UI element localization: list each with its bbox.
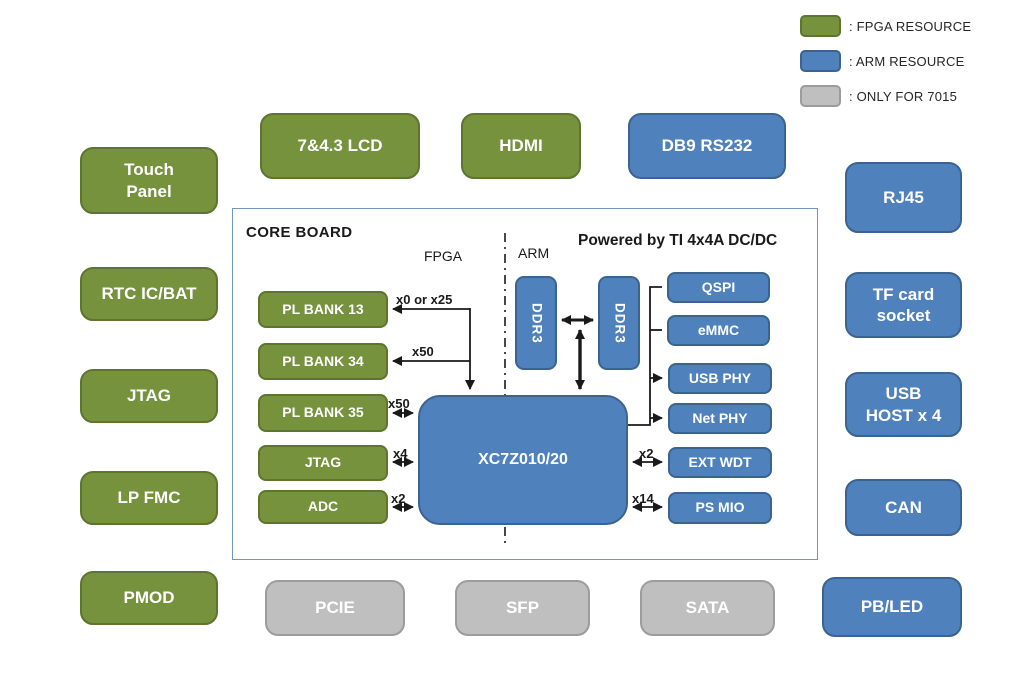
- peripheral-hdmi: HDMI: [461, 113, 581, 179]
- peripheral-sata: SATA: [640, 580, 775, 636]
- legend-item-arm: : ARM RESOURCE: [800, 50, 964, 72]
- bus-width-label-adc: x2: [391, 491, 406, 506]
- block-ext-wdt: EXT WDT: [668, 447, 772, 478]
- block-jtag-internal: JTAG: [258, 445, 388, 481]
- power-note: Powered by TI 4x4A DC/DC: [578, 232, 778, 249]
- block-pl-bank-13: PL BANK 13: [258, 291, 388, 328]
- peripheral-jtag: JTAG: [80, 369, 218, 423]
- peripheral-lcd: 7&4.3 LCD: [260, 113, 420, 179]
- bus-width-label-jtag: x4: [393, 446, 408, 461]
- legend-item-fpga: : FPGA RESOURCE: [800, 15, 971, 37]
- legend-label-only-7015: : ONLY FOR 7015: [849, 88, 958, 104]
- block-ps-mio: PS MIO: [668, 492, 772, 524]
- bus-width-label-pl-bank-13: x0 or x25: [396, 292, 453, 307]
- peripheral-pmod: PMOD: [80, 571, 218, 625]
- peripheral-rj45: RJ45: [845, 162, 962, 233]
- block-emmc: eMMC: [667, 315, 770, 346]
- block-net-phy: Net PHY: [668, 403, 772, 434]
- bus-width-label-pl-bank-35: x50: [388, 396, 410, 411]
- core-board-title: CORE BOARD: [246, 224, 353, 241]
- legend-label-arm: : ARM RESOURCE: [849, 53, 965, 69]
- peripheral-sfp: SFP: [455, 580, 590, 636]
- block-ddr3-2: DDR3: [598, 276, 640, 370]
- peripheral-lp-fmc: LP FMC: [80, 471, 218, 525]
- chip-xc7z010-20: XC7Z010/20: [418, 395, 628, 525]
- fpga-region-label: FPGA: [424, 248, 463, 264]
- connector-ps-trunk: [628, 286, 662, 426]
- legend-swatch-fpga: [800, 15, 841, 37]
- block-ddr3-1: DDR3: [515, 276, 557, 370]
- block-adc: ADC: [258, 490, 388, 524]
- block-pl-bank-35: PL BANK 35: [258, 394, 388, 432]
- block-qspi: QSPI: [667, 272, 770, 303]
- legend-label-fpga: : FPGA RESOURCE: [849, 18, 972, 34]
- legend-swatch-arm: [800, 50, 841, 72]
- peripheral-tf-card-socket: TF card socket: [845, 272, 962, 338]
- block-usb-phy: USB PHY: [668, 363, 772, 394]
- peripheral-can: CAN: [845, 479, 962, 536]
- peripheral-pcie: PCIE: [265, 580, 405, 636]
- peripheral-pb-led: PB/LED: [822, 577, 962, 637]
- bus-width-label-ps-mio: x14: [632, 491, 654, 506]
- bus-width-label-ext-wdt: x2: [639, 446, 654, 461]
- peripheral-touch-panel: Touch Panel: [80, 147, 218, 214]
- peripheral-db9-rs232: DB9 RS232: [628, 113, 786, 179]
- peripheral-usb-host: USB HOST x 4: [845, 372, 962, 437]
- arm-region-label: ARM: [518, 245, 550, 261]
- legend-item-only-7015: : ONLY FOR 7015: [800, 85, 957, 107]
- core-board-frame: [232, 208, 818, 560]
- legend-swatch-only-7015: [800, 85, 841, 107]
- peripheral-rtc-ic-bat: RTC IC/BAT: [80, 267, 218, 321]
- block-pl-bank-34: PL BANK 34: [258, 343, 388, 380]
- bus-width-label-pl-bank-34: x50: [412, 344, 434, 359]
